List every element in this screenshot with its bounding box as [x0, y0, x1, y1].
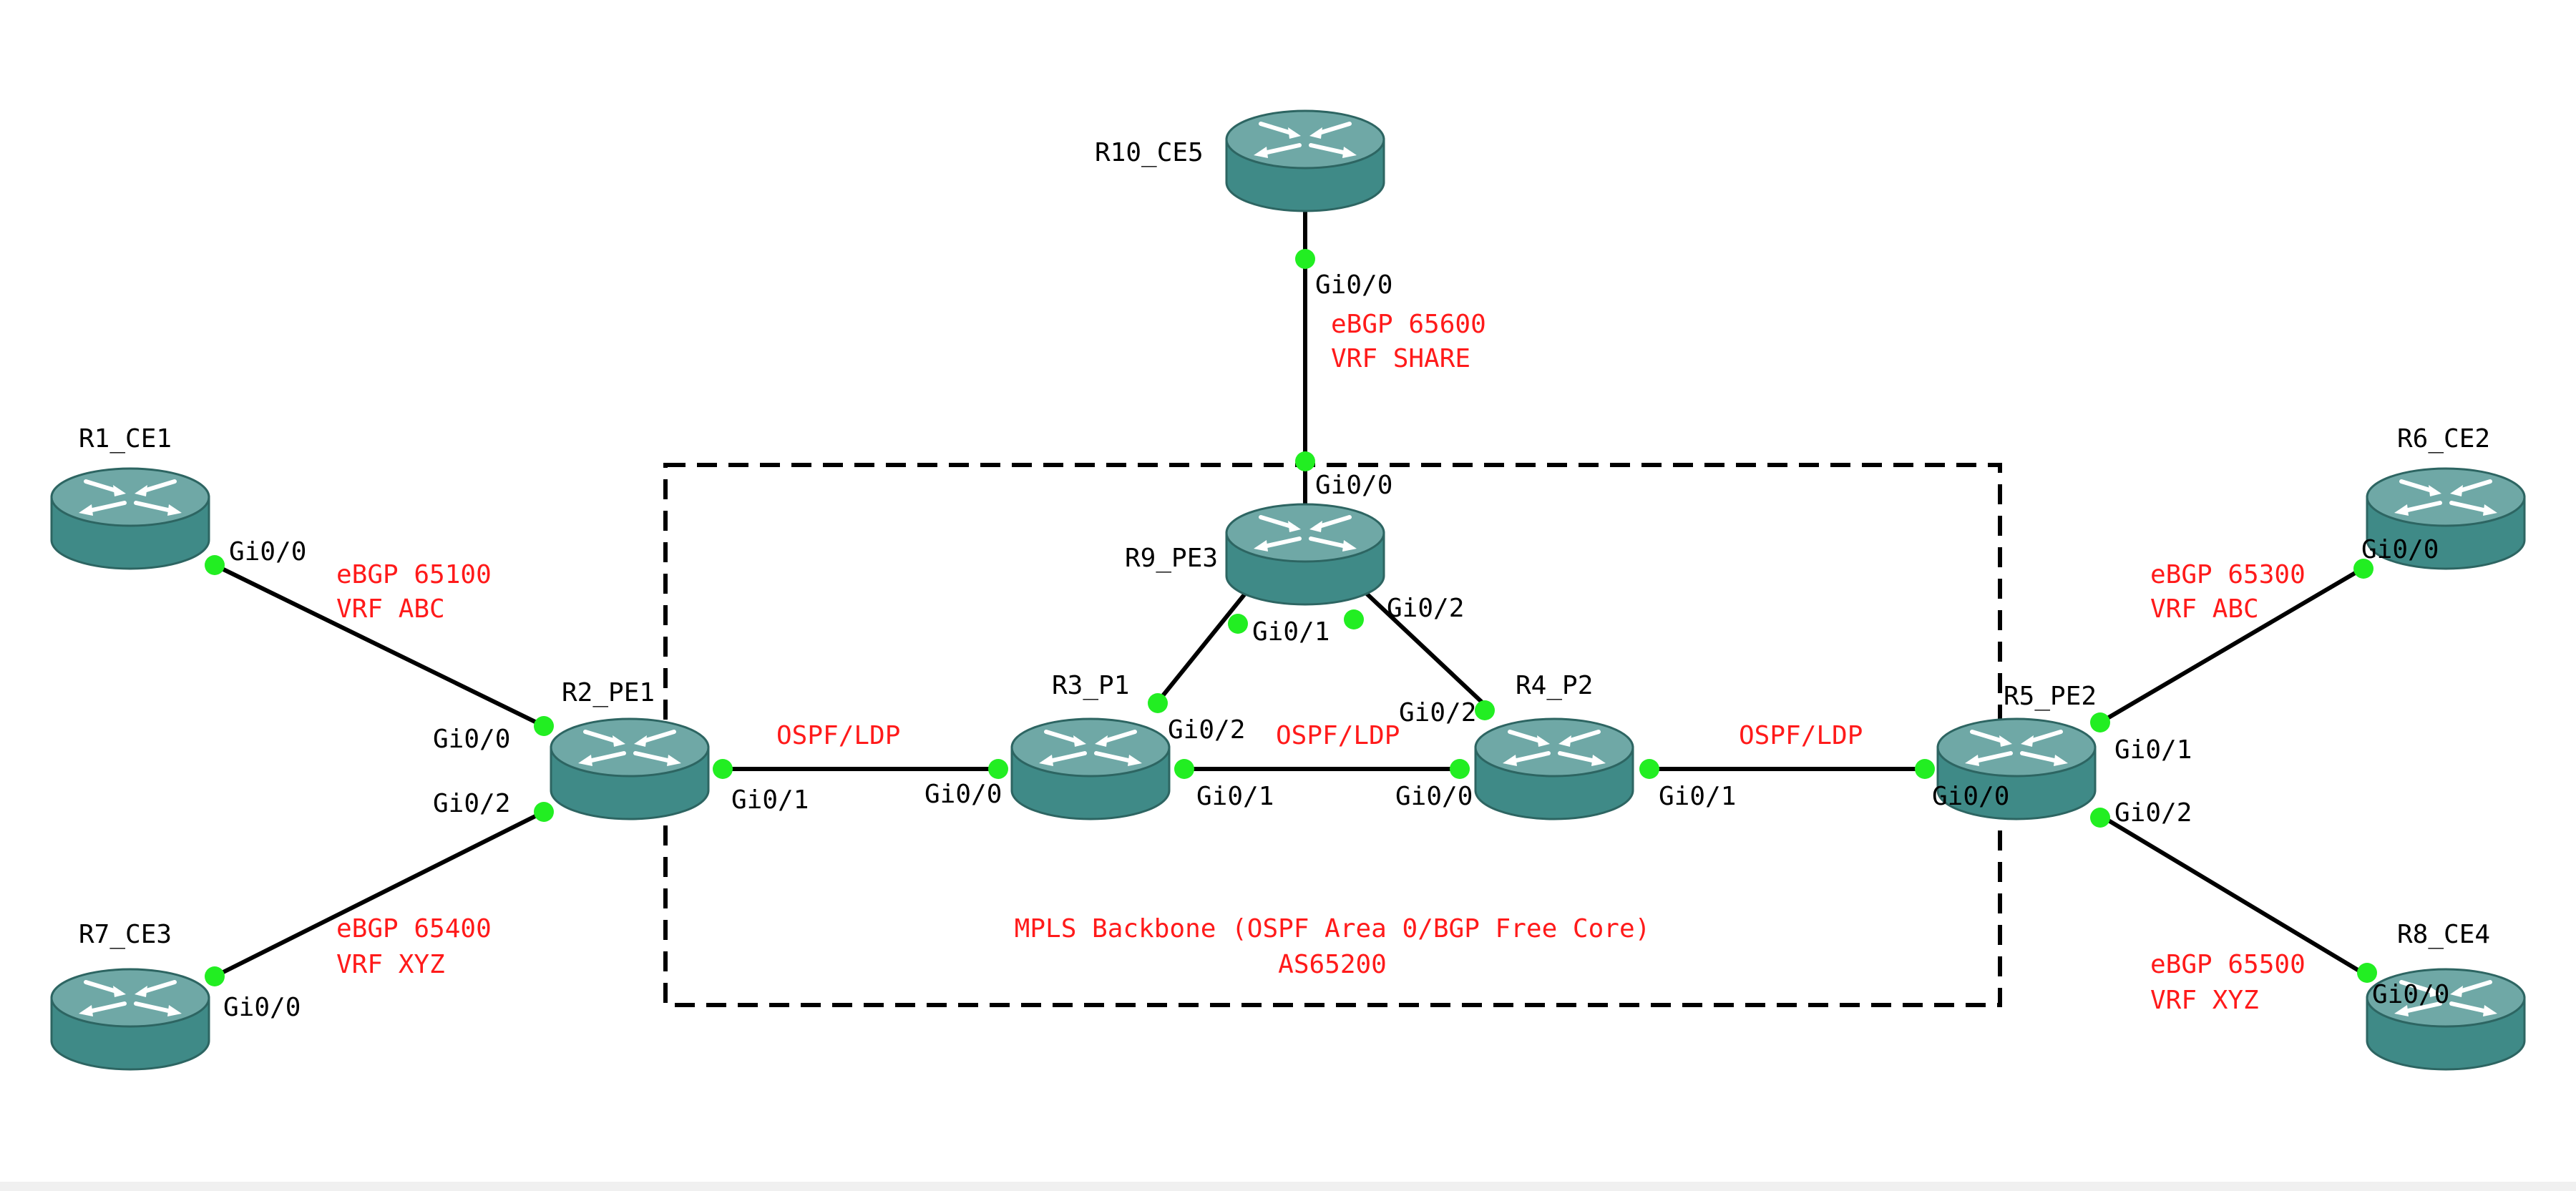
port-label-r4-gi01: Gi0/1: [1659, 782, 1736, 811]
port-dot-r9-gi02[interactable]: [1344, 609, 1364, 629]
router-label-r4: R4_P2: [1516, 671, 1593, 700]
port-label-r2-gi01: Gi0/1: [731, 785, 809, 815]
port-dot-r6-gi00[interactable]: [2353, 559, 2373, 579]
router-label-r2: R2_PE1: [562, 678, 655, 707]
link-r9-r3: [1153, 592, 1247, 706]
link-r1-r2: [213, 563, 545, 728]
port-dot-r5-gi01[interactable]: [2090, 712, 2110, 732]
port-label-r3-gi00: Gi0/0: [924, 780, 1002, 809]
port-dot-r5-gi02[interactable]: [2090, 808, 2110, 828]
port-dot-r5-gi00[interactable]: [1915, 759, 1935, 779]
port-dot-r3-gi00[interactable]: [988, 759, 1008, 779]
link-r9-r4: [1365, 592, 1491, 710]
router-label-r7: R7_CE3: [79, 920, 172, 949]
annotation-r1-bgp: eBGP 65100: [336, 560, 492, 589]
port-label-r6-gi00: Gi0/0: [2361, 535, 2439, 564]
port-dot-r3-gi01[interactable]: [1174, 759, 1194, 779]
annotation-r1-vrf: VRF ABC: [336, 594, 445, 624]
annotation-r8-vrf: VRF XYZ: [2150, 986, 2259, 1015]
port-dot-r9-gi00[interactable]: [1295, 451, 1315, 471]
port-dot-r1-gi00[interactable]: [205, 555, 225, 575]
annotation-r6-vrf: VRF ABC: [2150, 594, 2259, 624]
port-label-r1-gi00: Gi0/0: [229, 537, 306, 567]
port-dot-r4-gi00[interactable]: [1450, 759, 1470, 779]
router-label-r6: R6_CE2: [2397, 424, 2490, 454]
annotation-r7-vrf: VRF XYZ: [336, 950, 445, 979]
router-icon-r4[interactable]: [1475, 719, 1633, 819]
annotation-r10-vrf: VRF SHARE: [1331, 344, 1470, 373]
router-label-r3: R3_P1: [1052, 671, 1129, 700]
router-icon-r10[interactable]: [1226, 111, 1384, 211]
annotation-r10-bgp: eBGP 65600: [1331, 310, 1486, 339]
router-icon-r9[interactable]: [1226, 504, 1384, 604]
port-label-r3-gi01: Gi0/1: [1196, 782, 1274, 811]
annotation-ospf-r4-r5: OSPF/LDP: [1739, 721, 1863, 750]
port-dot-r9-gi01[interactable]: [1228, 614, 1248, 634]
annotation-backbone-title: MPLS Backbone (OSPF Area 0/BGP Free Core…: [1015, 914, 1651, 944]
port-label-r3-gi02: Gi0/2: [1168, 715, 1245, 745]
annotation-r8-bgp: eBGP 65500: [2150, 950, 2306, 979]
port-label-r2-gi00: Gi0/0: [433, 725, 510, 754]
router-icon-r2[interactable]: [551, 719, 708, 819]
router-label-r5: R5_PE2: [2004, 682, 2097, 711]
link-r5-r8: [2099, 813, 2370, 979]
canvas-bottom-edge: [0, 1182, 2576, 1191]
port-label-r9-gi02: Gi0/2: [1387, 594, 1464, 623]
port-label-r5-gi01: Gi0/1: [2114, 735, 2192, 765]
router-label-r1: R1_CE1: [79, 424, 172, 454]
port-dot-r2-gi01[interactable]: [713, 759, 733, 779]
port-label-r7-gi00: Gi0/0: [223, 993, 301, 1022]
router-icon-r7[interactable]: [52, 969, 209, 1069]
link-r5-r6: [2099, 563, 2370, 725]
annotation-backbone-as: AS65200: [1278, 950, 1387, 979]
port-dot-r4-gi01[interactable]: [1639, 759, 1659, 779]
port-label-r4-gi00: Gi0/0: [1395, 782, 1473, 811]
annotation-r7-bgp: eBGP 65400: [336, 914, 492, 944]
port-label-r4-gi02: Gi0/2: [1399, 698, 1476, 727]
router-label-r8: R8_CE4: [2397, 920, 2490, 949]
port-label-r5-gi00: Gi0/0: [1932, 782, 2009, 811]
annotation-ospf-r2-r3: OSPF/LDP: [776, 721, 900, 750]
port-dot-r3-gi02[interactable]: [1148, 693, 1168, 713]
router-icon-r3[interactable]: [1012, 719, 1169, 819]
router-label-r10: R10_CE5: [1095, 138, 1204, 167]
port-label-r2-gi02: Gi0/2: [433, 789, 510, 818]
annotation-ospf-r3-r4: OSPF/LDP: [1276, 721, 1400, 750]
router-label-r9: R9_PE3: [1125, 544, 1218, 573]
port-label-r9-gi00: Gi0/0: [1315, 471, 1392, 500]
port-dot-r7-gi00[interactable]: [205, 966, 225, 986]
port-dot-r2-gi00[interactable]: [534, 716, 554, 736]
link-r7-r2: [213, 810, 545, 979]
port-dot-r2-gi02[interactable]: [534, 802, 554, 822]
port-label-r10-gi00: Gi0/0: [1315, 270, 1392, 300]
port-dot-r8-gi00[interactable]: [2357, 963, 2377, 983]
annotation-r6-bgp: eBGP 65300: [2150, 560, 2306, 589]
port-dot-r4-gi02[interactable]: [1475, 700, 1495, 720]
router-icon-r1[interactable]: [52, 469, 209, 569]
port-label-r5-gi02: Gi0/2: [2114, 798, 2192, 828]
port-label-r8-gi00: Gi0/0: [2372, 980, 2449, 1009]
port-dot-r10-gi00[interactable]: [1295, 249, 1315, 269]
port-label-r9-gi01: Gi0/1: [1252, 617, 1330, 647]
